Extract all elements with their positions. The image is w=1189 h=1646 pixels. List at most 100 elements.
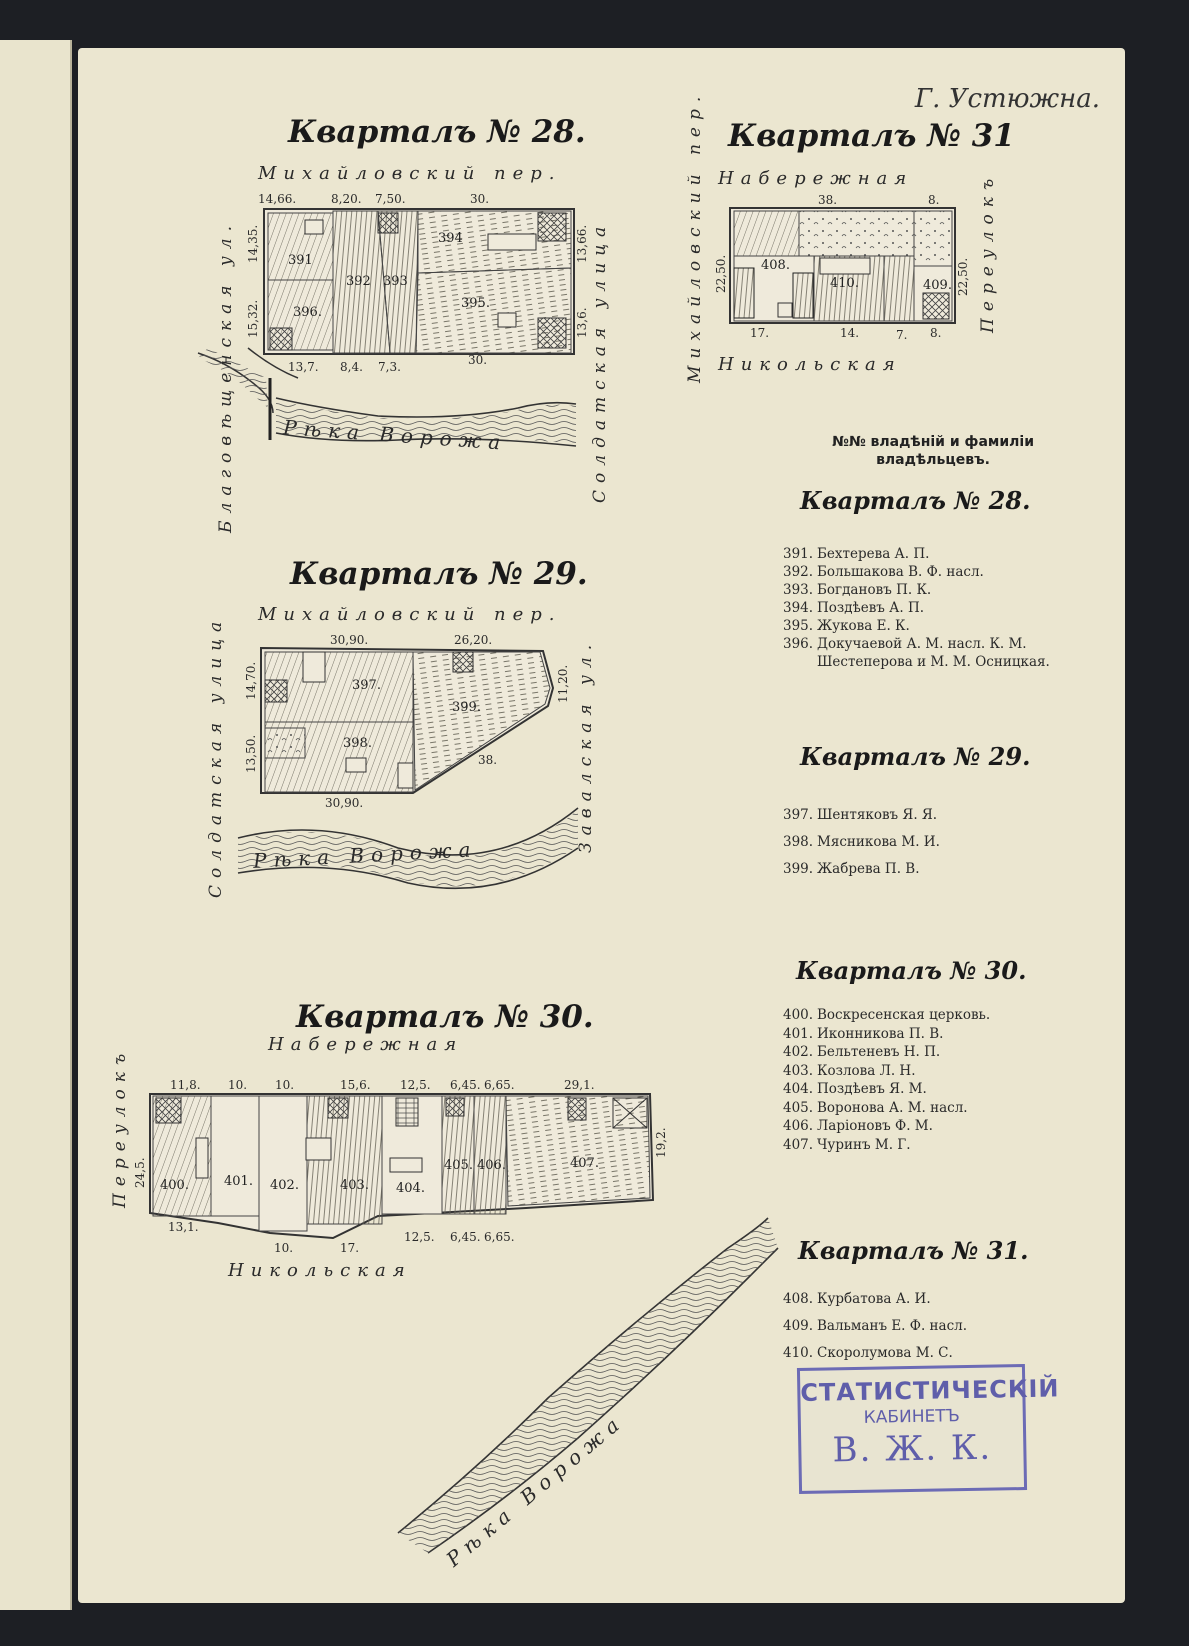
q29-title: Кварталъ № 29. [290, 556, 588, 592]
legend-entry: 406.Ларіоновъ Ф. М. [783, 1117, 990, 1136]
q31-dim-top-1: 38. [818, 193, 838, 207]
legend-entry-name: Шестеперова и М. М. Осницкая. [817, 654, 1050, 670]
q29-dim-bottom-2: 38. [478, 753, 498, 767]
legend-entry-name: Поздѣевъ А. П. [817, 600, 925, 616]
q31-dim-bottom-4: 8. [930, 326, 942, 340]
legend-q31-title: Кварталъ № 31. [798, 1236, 1029, 1265]
q30-dim-bottom-3: 17. [340, 1241, 360, 1255]
legend-entry-num: 402. [783, 1044, 814, 1060]
q31-dim-bottom-3: 7. [896, 328, 908, 342]
q30-dim-top-3: 10. [275, 1078, 295, 1092]
q31-dim-left-1: 22,50. [714, 254, 728, 293]
legend-entry-num: 409. [783, 1318, 814, 1334]
legend-entry: 396.Докучаевой А. М. насл. К. М. [783, 635, 1050, 653]
q31-dim-top-2: 8. [928, 193, 940, 207]
legend-entry-name: Скоролумова М. С. [817, 1345, 953, 1361]
legend-entry: 398.Мясникова М. И. [783, 829, 940, 856]
lot-396: 396. [293, 305, 322, 320]
legend-entry: 407.Чуринъ М. Г. [783, 1136, 990, 1155]
legend-entry-num: 401. [783, 1025, 814, 1042]
lot-407: 407. [570, 1156, 599, 1171]
q29-street-top: Михайловский пер. [258, 604, 562, 625]
q28-dim-bottom-1: 13,7. [288, 360, 319, 374]
legend-entry-name: Поздѣевъ Я. М. [817, 1081, 927, 1097]
q29-dim-bottom-1: 30,90. [325, 796, 364, 810]
q31-dim-right-1: 22,50. [956, 257, 970, 296]
q30-street-top: Набережная [268, 1034, 464, 1055]
legend-entry: 403.Козлова Л. Н. [783, 1062, 990, 1081]
q28-dim-top-1: 14,66. [258, 192, 297, 206]
q30-dim-top-7: 6,65. [484, 1078, 515, 1092]
legend-entry-name: Иконникова П. В. [817, 1025, 944, 1042]
q29-dim-left-2: 13,50. [244, 734, 258, 773]
running-head: Г. Устюжна. [914, 84, 1100, 114]
stamp-line2: КАБИНЕТЪ [863, 1406, 961, 1428]
river-q30 [397, 1217, 779, 1554]
legend-entry: 399.Жабрева П. В. [783, 856, 940, 883]
q29-street-right: Завалская ул. [576, 637, 596, 853]
legend-entry-name: Бельтеневъ Н. П. [817, 1044, 941, 1060]
q28-dim-top-4: 30. [470, 192, 490, 206]
legend-entry: 405.Воронова А. М. насл. [783, 1099, 990, 1118]
stamp-line3: В. Ж. К. [832, 1427, 993, 1471]
lot-410: 410. [830, 276, 859, 291]
legend-heading-line2: владѣльцевъ. [876, 452, 990, 468]
legend-entry: 391.Бехтерева А. П. [783, 545, 1050, 563]
q30-dim-left-1: 24,5. [133, 1157, 147, 1188]
left-page-edge [0, 40, 72, 1610]
river-q29 [237, 807, 579, 890]
atlas-page: Г. Устюжна. [78, 48, 1125, 1603]
legend-entry: 395.Жукова Е. К. [783, 617, 1050, 635]
lot-408: 408. [761, 258, 790, 273]
q30-dim-bottom-4: 12,5. [404, 1230, 435, 1244]
lot-398: 398. [343, 736, 372, 751]
lot-392: 392 [346, 274, 371, 289]
legend-entry-num: 405. [783, 1099, 814, 1116]
lot-391: 391 [288, 253, 313, 268]
legend-entry-name: Ларіоновъ Ф. М. [817, 1118, 933, 1134]
legend-entry-num: 397. [783, 807, 814, 823]
q31-street-right: Переулокъ [978, 171, 998, 333]
legend-entry-name: Курбатова А. И. [817, 1291, 931, 1307]
legend-entry-name: Козлова Л. Н. [817, 1062, 916, 1079]
q28-dim-left-1: 14,35. [246, 224, 260, 263]
legend-q29-title: Кварталъ № 29. [800, 742, 1031, 771]
legend-entry-name: Шентяковъ Я. Я. [817, 807, 938, 823]
q28-dim-top-3: 7,50. [375, 192, 406, 206]
q28-street-left: Благовѣщенская ул. [216, 218, 236, 533]
legend-entry: 397.Шентяковъ Я. Я. [783, 802, 940, 829]
q29-dim-left-1: 14,70. [244, 661, 258, 700]
legend-entry-num [783, 653, 817, 671]
block-q31 [729, 207, 956, 324]
legend-entry-num: 398. [783, 834, 814, 850]
legend-q31-list: 408.Курбатова А. И. 409.Вальманъ Е. Ф. н… [783, 1286, 967, 1367]
q28-dim-right-2: 13,6. [575, 307, 589, 338]
legend-entry-name: Воскресенская церковь. [817, 1007, 991, 1023]
legend-entry-name: Докучаевой А. М. насл. К. М. [817, 636, 1027, 652]
q28-street-right: Солдатская улица [590, 219, 610, 503]
legend-entry-num: 394. [783, 600, 814, 616]
legend-entry-num: 395. [783, 618, 814, 634]
legend-entry: 410.Скоролумова М. С. [783, 1340, 967, 1367]
legend-entry-num: 396. [783, 636, 814, 652]
q30-dim-top-1: 11,8. [170, 1078, 201, 1092]
block-q30 [149, 1093, 655, 1240]
lot-403: 403. [340, 1178, 369, 1193]
legend-entry-name: Мясникова М. И. [817, 834, 940, 850]
block-q28 [263, 208, 575, 355]
q30-dim-top-8: 29,1. [564, 1078, 595, 1092]
q31-street-top: Набережная [718, 168, 914, 189]
q30-dim-bottom-1: 13,1. [168, 1220, 199, 1234]
legend-entry-num: 400. [783, 1007, 814, 1023]
lot-397: 397. [352, 678, 381, 693]
q30-street-left: Переулокъ [110, 1046, 130, 1208]
legend-heading: №№ владѣній и фамиліи владѣльцевъ. [808, 433, 1058, 469]
legend-entry-num: 410. [783, 1345, 814, 1361]
legend-q28-list: 391.Бехтерева А. П. 392.Большакова В. Ф.… [783, 545, 1050, 671]
q30-dim-top-2: 10. [228, 1078, 248, 1092]
q29-dim-right-1: 11,20. [556, 664, 570, 703]
lot-394: 394 [438, 231, 463, 246]
q29-dim-top-2: 26,20. [454, 633, 493, 647]
legend-entry-name: Богдановъ П. К. [817, 582, 932, 598]
lot-395: 395. [461, 296, 490, 311]
